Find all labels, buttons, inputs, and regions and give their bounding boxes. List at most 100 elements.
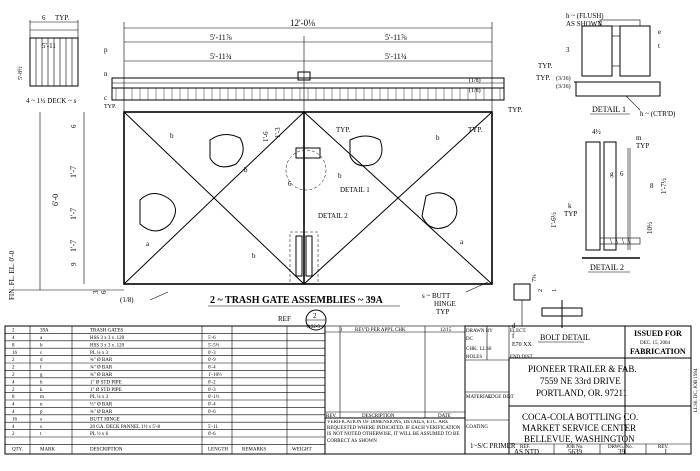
mark-g: g: [610, 170, 614, 178]
m-typ-2: TYP: [636, 142, 649, 150]
coating-label: COATING: [466, 425, 488, 430]
bom-cell-length: 0'-6: [208, 410, 216, 415]
mark-b3: b: [338, 172, 342, 180]
bom-cell-qty: 4: [12, 425, 15, 430]
verification-note: VERIFICATION OF DIMENSIONS, DETAILS, ETC…: [327, 420, 461, 444]
deck-typ: TYP.: [55, 14, 69, 22]
dim-inner-13: 1'-3: [274, 127, 282, 138]
dwg-label: DRWG. No.: [608, 445, 633, 450]
mark-b2: b: [244, 166, 248, 174]
bom-cell-desc: 1" Ø STD PIPE: [90, 380, 122, 385]
mark-a1: a: [146, 240, 150, 248]
deck-dim-width: 5'-11: [42, 42, 56, 50]
d1-dim-3: 3: [566, 46, 570, 54]
butt-hinge-2: HINGE: [434, 300, 456, 308]
typ-right2: TYP.: [468, 126, 482, 134]
mark-c: c: [104, 94, 107, 102]
rev-row1-num: 1: [340, 328, 343, 333]
coating: 1~S/C PRIMER: [470, 442, 516, 450]
h-ctr: h ~ (CTR'D): [640, 110, 676, 118]
side-stamp: LLS0, DC, JOB 1994: [694, 368, 699, 412]
bom-cell-mark: s: [40, 417, 42, 422]
bom-cell-qty: 2: [12, 329, 15, 334]
mark-e: e: [658, 28, 661, 36]
bom-cell-mark: p: [40, 410, 43, 415]
end-dist-label: END DIST: [510, 355, 533, 360]
d2-dim-17: 1'-7½: [660, 178, 668, 194]
job-label: JOB No.: [566, 445, 584, 450]
dim-half-d: 5'-11¾: [385, 52, 407, 61]
bom-cell-desc: ¾" Ø BAR: [90, 410, 113, 415]
dim-half-a: 5'-11⅞: [210, 33, 232, 42]
dim-left-6: 6: [100, 290, 108, 294]
bom-cell-desc: 20 GA. DECK PANNEL 1½ x 5'-8: [90, 425, 160, 430]
dim-bottom-18: (1/8): [120, 296, 134, 304]
bom-header-desc: DESCRIPTION: [90, 447, 123, 452]
bom-cell-desc: ½" Ø BAR: [90, 403, 113, 408]
bom-header-weight: WEIGHT: [292, 447, 312, 452]
dim-left-top: 1'-7: [69, 166, 78, 178]
gate-elevation: 12'-0⅛ 5'-11⅞ 5'-11⅞ 5'-11¾ 5'-11¾: [8, 18, 522, 331]
mark-b5: b: [252, 252, 256, 260]
rev-row1-date: 12/15: [440, 328, 452, 333]
drawn-by-label: DRAWN BY: [466, 329, 493, 334]
detail1-callout: DETAIL 1: [340, 186, 370, 194]
edge-dist-label: EDGE DIST: [488, 395, 514, 400]
bom-cell-qty: 4: [12, 380, 15, 385]
rev-block: 1: [664, 448, 668, 456]
bom-cell-length: 0'-3: [208, 388, 216, 393]
bom-cell-desc: ¾" Ø BAR: [90, 366, 113, 371]
bom-cell-length: 0'-4: [208, 403, 216, 408]
bom-cell-qty: 4: [12, 403, 15, 408]
d2-dim-16: 1'-6½: [550, 212, 558, 228]
bom-cell-qty: 4: [12, 410, 15, 415]
bom-cell-qty: 2: [12, 366, 15, 371]
client-line2: MARKET SERVICE CENTER: [522, 423, 636, 433]
rev-header-rev: REV.: [326, 414, 337, 419]
mark-n: n: [104, 70, 108, 78]
m-typ-1: m: [636, 134, 642, 142]
issued-date: DEC. 15, 2004: [640, 341, 671, 346]
bom-header-length: LENGTH: [208, 447, 228, 452]
chk: LLS0: [480, 347, 492, 352]
deck-panel-view: 6 TYP. 5'-11 5'-8½ 4 ~ 1½ DECK ~ s: [17, 14, 79, 105]
bom-cell-desc: BUTT HINGE: [90, 417, 120, 422]
detail-1: h ~ (FLUSH) AS SHOWN e t 3 TYP. TYP. (3/…: [536, 12, 676, 118]
bom-cell-length: 0'-4: [208, 366, 216, 371]
d1-316b: (3/16): [556, 83, 571, 90]
mark-b1: b: [170, 132, 174, 140]
d2-dim-412: 4½: [592, 128, 601, 136]
typ-c: TYP.: [104, 104, 117, 110]
bom-cell-desc: ¾" Ø BAR: [90, 358, 113, 363]
bom-cell-desc: PL ¼ x 3: [90, 395, 109, 400]
bom-cell-desc: TRASH GATES: [90, 329, 123, 334]
bolt-title: BOLT DETAIL: [540, 333, 590, 342]
client-line1: COCA-COLA BOTTLING CO.: [522, 412, 638, 422]
mark-a2: a: [460, 238, 464, 246]
k-typ-2: TYP: [564, 210, 577, 218]
ref-bubble-sheet: AS2-5: [307, 325, 321, 330]
bom-cell-mark: g: [40, 373, 43, 378]
butt-hinge-1: s ~ BUTT: [422, 292, 451, 300]
bom-cell-length: 0'-2: [208, 380, 216, 385]
deck-dim-height: 5'-8½: [17, 66, 24, 80]
deck-label: 4 ~ 1½ DECK ~ s: [26, 97, 77, 105]
bom-row: 4 n ½" Ø BAR 0'-4: [12, 403, 216, 408]
bom-cell-length: 0'-6: [208, 432, 216, 437]
bom-cell-length: 1'-10½: [208, 373, 222, 378]
deck-dim-6: 6: [42, 14, 46, 22]
dim-left-full: 6'-0: [51, 194, 60, 206]
ref-bubble-num: 2: [313, 312, 317, 320]
material-label: MATERIAL: [466, 395, 491, 400]
dim-half-b: 5'-11⅞: [385, 33, 407, 42]
bom-cell-qty: 8: [12, 395, 15, 400]
detail1-title: DETAIL 1: [592, 105, 626, 114]
bom-cell-mark: n: [40, 403, 43, 408]
